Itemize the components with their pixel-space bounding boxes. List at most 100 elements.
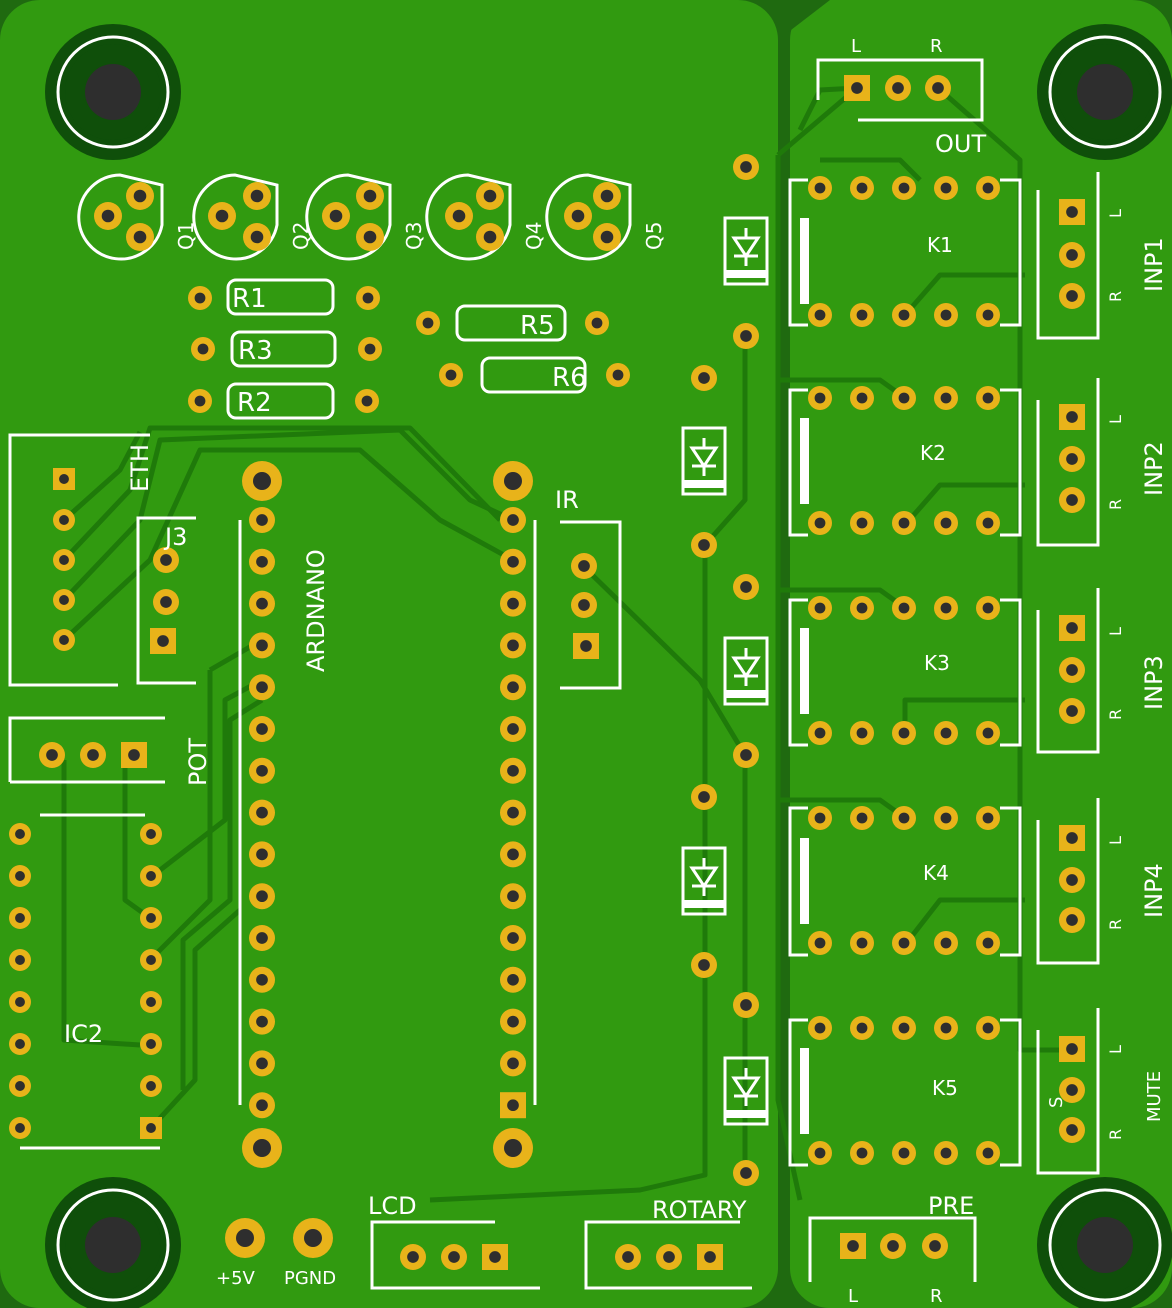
pad-drill-hole bbox=[146, 997, 156, 1007]
pad-drill-hole bbox=[507, 1057, 519, 1070]
pad-drill-hole bbox=[698, 791, 710, 803]
pad-drill-hole bbox=[940, 392, 952, 404]
pad-drill-hole bbox=[236, 1229, 254, 1247]
pad-drill-hole bbox=[407, 1251, 419, 1263]
relay-silk-bars bbox=[683, 218, 809, 1134]
label-k5: K5 bbox=[932, 1076, 958, 1100]
pad-drill-hole bbox=[1066, 453, 1078, 465]
pad-drill-hole bbox=[15, 1039, 25, 1049]
label-k1: K1 bbox=[927, 233, 953, 257]
pad-drill-hole bbox=[507, 1015, 519, 1028]
label-mute: MUTE bbox=[1144, 1071, 1165, 1122]
pad-drill-hole bbox=[128, 749, 140, 761]
pad-drill-hole bbox=[15, 997, 25, 1007]
pad-drill-hole bbox=[87, 749, 99, 761]
pad-drill-hole bbox=[146, 1039, 156, 1049]
label-q1: Q1 bbox=[174, 222, 198, 250]
label-out-l: L bbox=[851, 36, 861, 57]
pad-drill-hole bbox=[15, 829, 25, 839]
pad-drill-hole bbox=[507, 1099, 519, 1112]
pad-drill-hole bbox=[940, 1147, 952, 1159]
pad-drill-hole bbox=[256, 848, 268, 861]
pad-drill-hole bbox=[59, 635, 69, 645]
pad-drill-hole bbox=[698, 539, 710, 551]
pad-drill-hole bbox=[940, 182, 952, 194]
pad-drill-hole bbox=[814, 309, 826, 321]
pad-drill-hole bbox=[814, 1022, 826, 1034]
label-k2: K2 bbox=[920, 441, 946, 465]
pad-drill-hole bbox=[253, 1139, 271, 1157]
mounting-holes bbox=[45, 24, 1172, 1308]
pad-drill-hole bbox=[982, 1147, 994, 1159]
pad-drill-hole bbox=[59, 555, 69, 565]
pad-drill-hole bbox=[898, 309, 910, 321]
pad-drill-hole bbox=[814, 1147, 826, 1159]
label-r1: R1 bbox=[232, 284, 267, 314]
pad-drill-hole bbox=[940, 1022, 952, 1034]
pad-drill-hole bbox=[256, 723, 268, 735]
pad-drill-hole bbox=[940, 517, 952, 529]
pad-drill-hole bbox=[448, 1251, 460, 1263]
pad-drill-hole bbox=[856, 517, 868, 529]
pad-drill-hole bbox=[1066, 1124, 1078, 1136]
pad-drill-hole bbox=[194, 395, 206, 407]
pad-drill-hole bbox=[133, 230, 147, 244]
pad-drill-hole bbox=[1066, 411, 1078, 423]
label-rotary: ROTARY bbox=[652, 1196, 747, 1224]
label-ic2: IC2 bbox=[64, 1020, 103, 1048]
pad-drill-hole bbox=[898, 937, 910, 949]
pad-drill-hole bbox=[1066, 832, 1078, 844]
pad-drill-hole bbox=[898, 812, 910, 824]
pad-drill-hole bbox=[940, 309, 952, 321]
pad-drill-hole bbox=[856, 937, 868, 949]
pad-drill-hole bbox=[814, 517, 826, 529]
pad-drill-hole bbox=[256, 806, 268, 819]
pad-drill-hole bbox=[982, 182, 994, 194]
pad-drill-hole bbox=[452, 209, 466, 223]
label-pre: PRE bbox=[928, 1192, 974, 1220]
pad-drill-hole bbox=[1066, 1084, 1078, 1096]
copper-pour-right bbox=[790, 0, 1172, 1308]
pad-drill-hole bbox=[483, 230, 497, 244]
pad-drill-hole bbox=[591, 317, 603, 329]
pad-drill-hole bbox=[982, 517, 994, 529]
pad-drill-hole bbox=[46, 749, 58, 761]
silkscreen-text: Q1 Q2 Q3 Q4 Q5 R1 R3 R2 R5 R6 ETH J3 ARD… bbox=[64, 36, 1168, 1307]
pad-drill-hole bbox=[571, 209, 585, 223]
pad-drill-hole bbox=[160, 554, 172, 566]
pad-drill-hole bbox=[363, 189, 377, 203]
pad-drill-hole bbox=[982, 1022, 994, 1034]
pad-drill-hole bbox=[1066, 494, 1078, 506]
label-mute-r: R bbox=[1106, 1129, 1125, 1140]
pad-drill-hole bbox=[1066, 622, 1078, 634]
pad-drill-hole bbox=[507, 890, 519, 903]
pad-drill-hole bbox=[256, 1057, 268, 1070]
pad-drill-hole bbox=[982, 727, 994, 739]
pad-drill-hole bbox=[940, 812, 952, 824]
pad-drill-hole bbox=[740, 1167, 752, 1179]
label-r2: R2 bbox=[237, 388, 272, 418]
pad-drill-hole bbox=[612, 369, 624, 381]
diode-symbols bbox=[689, 228, 761, 1106]
pad-drill-hole bbox=[507, 764, 519, 777]
pad-drill-hole bbox=[256, 973, 268, 986]
pad-drill-hole bbox=[304, 1229, 322, 1247]
pad-drill-hole bbox=[856, 392, 868, 404]
pad-drill-hole bbox=[892, 82, 904, 94]
pad-drill-hole bbox=[856, 812, 868, 824]
label-mute-l: L bbox=[1106, 1045, 1125, 1054]
pad-drill-hole bbox=[507, 932, 519, 944]
label-j3: J3 bbox=[163, 523, 187, 551]
pad-drill-hole bbox=[856, 602, 868, 614]
pad-drill-hole bbox=[256, 764, 268, 777]
label-inp1-l: L bbox=[1106, 209, 1125, 218]
pad-drill-hole bbox=[256, 681, 268, 694]
pad-drill-hole bbox=[578, 599, 590, 611]
pad-drill-hole bbox=[250, 230, 264, 244]
pad-drill-hole bbox=[1066, 249, 1078, 261]
pad-drill-hole bbox=[362, 292, 374, 304]
pad-drill-hole bbox=[1066, 1043, 1078, 1055]
label-mute-s: S bbox=[1046, 1097, 1067, 1108]
label-q3: Q3 bbox=[402, 222, 426, 250]
pad-drill-hole bbox=[814, 182, 826, 194]
